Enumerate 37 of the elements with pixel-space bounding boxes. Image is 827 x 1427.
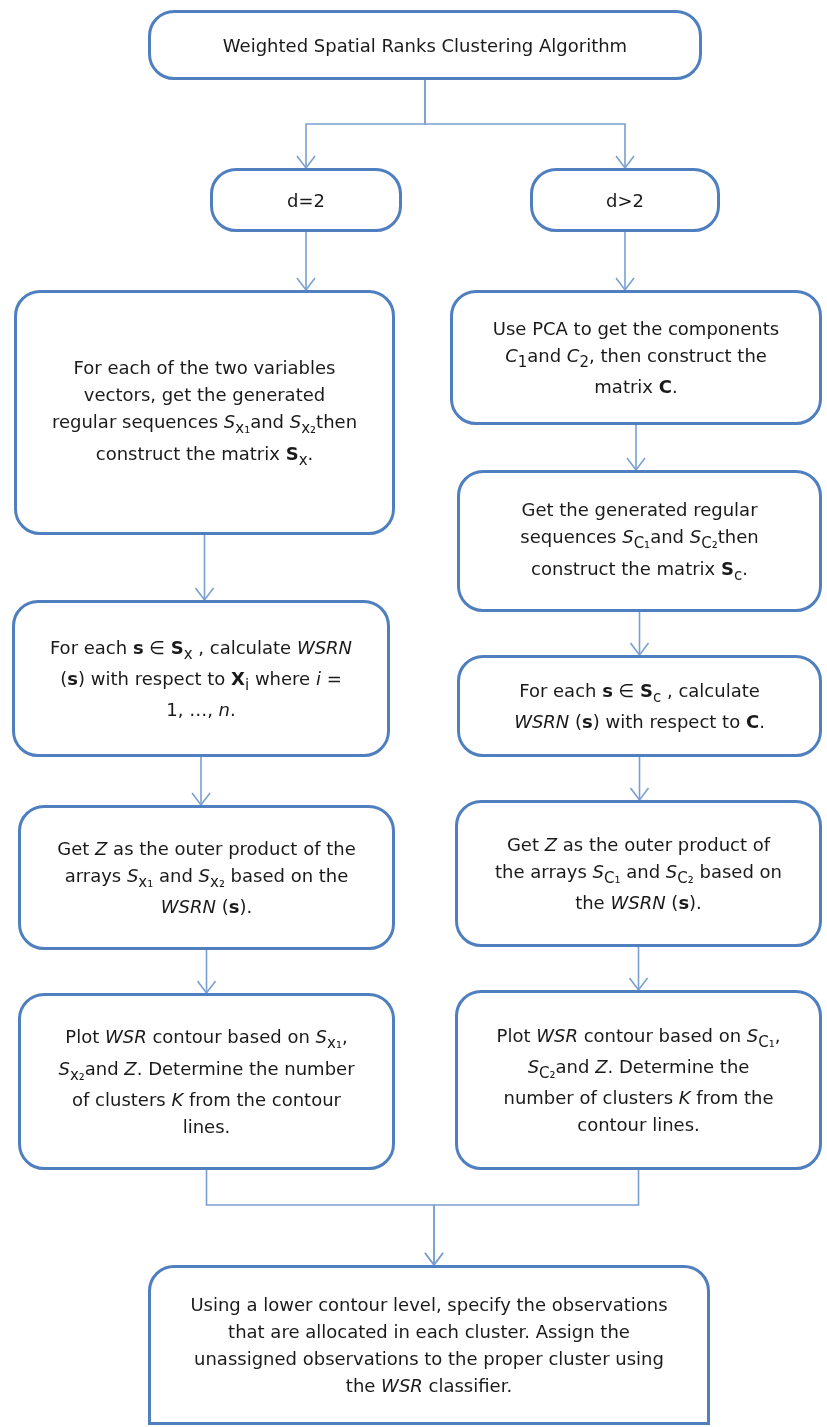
arrow xyxy=(191,756,211,806)
box-text: Get Z as the outer product of the arrays S$_{C₁}$ and S$_{C₂}$ based on the WSRN (s). xyxy=(494,832,783,916)
process-box xyxy=(12,600,390,757)
box-text: For each s ∈ S$_{x}$ , calculate WSRN (s) with respect to X$_{i}$ where i = 1, …, n. xyxy=(49,635,353,723)
arrow xyxy=(194,534,215,601)
process-box xyxy=(450,290,822,425)
arrow xyxy=(628,946,649,991)
process-box xyxy=(18,993,395,1170)
arrow xyxy=(615,231,635,291)
process-box xyxy=(455,990,822,1170)
process-box xyxy=(457,470,822,612)
arrow xyxy=(629,611,650,656)
box-text: d>2 xyxy=(606,188,644,213)
decision-box xyxy=(530,168,720,232)
process-box xyxy=(455,800,822,947)
box-text: Get the generated regular sequences S$_{C₁}$and S$_{C₂}$then construct the matrix S$_{c}$. xyxy=(519,498,760,586)
box-text: Using a lower contour level, specify the observations that are allocated in each cluster. Assign the unassigned observations to the proper cluster using the WSR classifier. xyxy=(189,1293,669,1398)
arrow xyxy=(196,949,217,994)
box-text: For each of the two variables vectors, get the generated regular sequences S$_{x₁}$and S$_{x₂}$then construct the matrix S$_{x}$. xyxy=(51,356,358,471)
box-text: Use PCA to get the components C$_{1}$and C$_{2}$, then construct the matrix C. xyxy=(491,316,781,400)
arrow xyxy=(424,1169,640,1266)
box-text: Get Z as the outer product of the arrays S$_{x₁}$ and S$_{x₂}$ based on the WSRN (s). xyxy=(56,836,357,920)
box-text: Plot WSR contour based on S$_{C₁}$, S$_{C₂}$and Z. Determine the number of clusters K from the contour lines. xyxy=(495,1023,782,1138)
box-text: Weighted Spatial Ranks Clustering Algorithm xyxy=(222,33,628,58)
decision-box xyxy=(210,168,402,232)
arrow xyxy=(296,231,316,291)
arrow xyxy=(626,424,646,471)
box-text: For each s ∈ S$_{c}$ , calculate WSRN (s) with respect to C. xyxy=(513,678,766,735)
arrow xyxy=(629,756,650,801)
title-box xyxy=(148,10,702,80)
process-box xyxy=(14,290,395,535)
process-box xyxy=(18,805,395,950)
process-box xyxy=(457,655,822,757)
process-box xyxy=(148,1265,710,1425)
arrow xyxy=(424,79,635,169)
box-text: Plot WSR contour based on S$_{x₁}$, S$_{x₂}$and Z. Determine the number of clusters K from the contour lines. xyxy=(57,1025,356,1139)
box-text: d=2 xyxy=(287,188,325,213)
